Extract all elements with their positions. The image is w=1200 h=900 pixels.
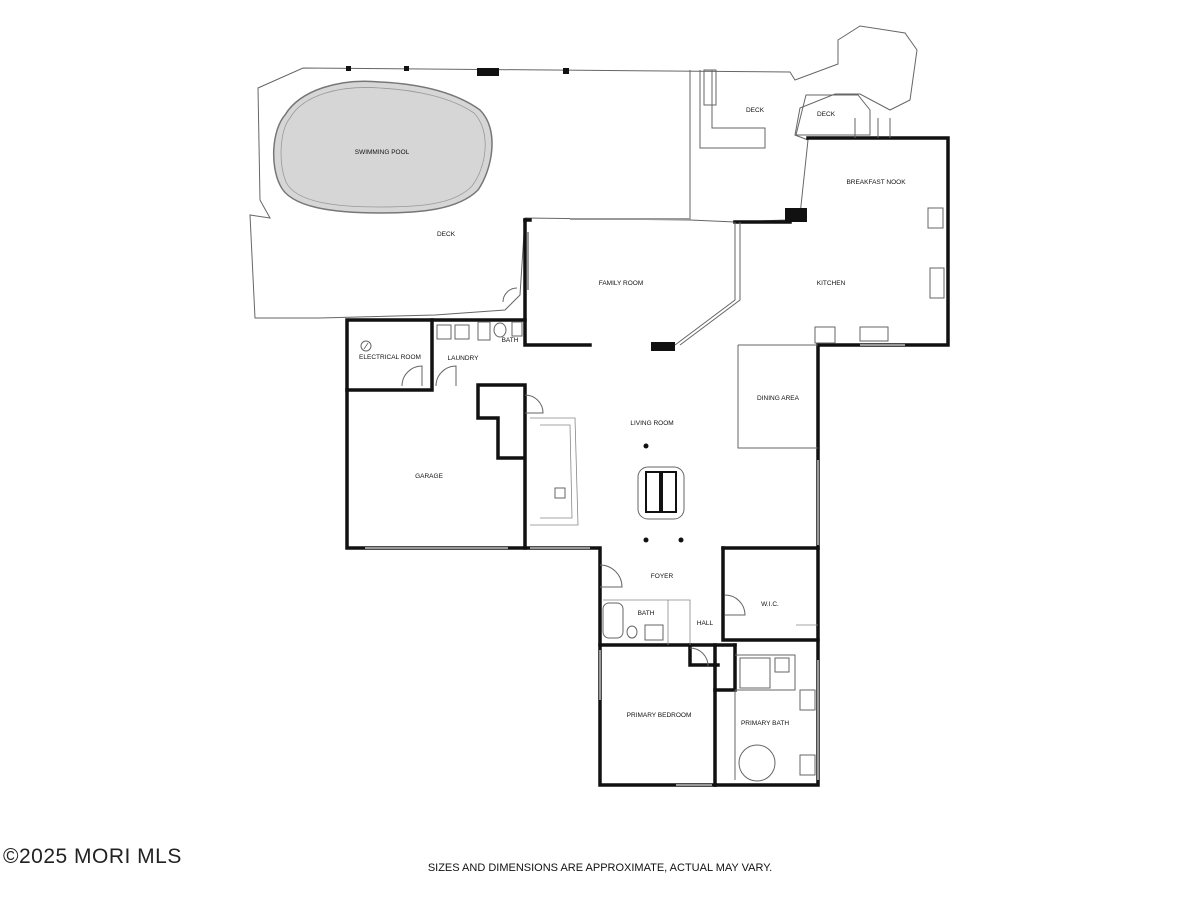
swimming-pool: [272, 80, 493, 214]
label-hall: HALL: [697, 620, 714, 627]
label-breakfast-nook: BREAKFAST NOOK: [846, 179, 906, 186]
label-primary-bedroom: PRIMARY BEDROOM: [627, 712, 692, 719]
label-foyer: FOYER: [651, 573, 674, 580]
label-electrical-room: ELECTRICAL ROOM: [359, 354, 421, 361]
label-family-room: FAMILY ROOM: [599, 280, 644, 287]
label-laundry: LAUNDRY: [448, 355, 480, 362]
deck-markers: [346, 66, 807, 351]
label-living-room: LIVING ROOM: [630, 420, 673, 427]
label-deck-upper: DECK: [746, 107, 765, 114]
label-deck-main: DECK: [437, 231, 456, 238]
interior-walls: [530, 222, 818, 780]
label-primary-bath: PRIMARY BATH: [741, 720, 789, 727]
windows: [365, 218, 905, 786]
fixtures: [436, 69, 945, 782]
label-swimming-pool: SWIMMING POOL: [355, 149, 410, 156]
disclaimer: SIZES AND DIMENSIONS ARE APPROXIMATE, AC…: [427, 862, 773, 874]
label-bath-hall: BATH: [638, 610, 655, 617]
label-dining-area: DINING AREA: [757, 395, 800, 402]
deck-outline: [249, 25, 918, 319]
label-deck-small: DECK: [817, 111, 836, 118]
doors: [401, 118, 891, 667]
watermark: ©2025 MORI MLS: [3, 845, 182, 868]
electrical-icon: [360, 340, 372, 352]
label-bath-laundry: BATH: [502, 337, 519, 344]
room-labels: SWIMMING POOL DECK DECK DECK BREAKFAST N…: [355, 107, 906, 727]
label-wic: W.I.C.: [761, 601, 779, 608]
label-garage: GARAGE: [415, 473, 443, 480]
label-kitchen: KITCHEN: [817, 280, 846, 287]
